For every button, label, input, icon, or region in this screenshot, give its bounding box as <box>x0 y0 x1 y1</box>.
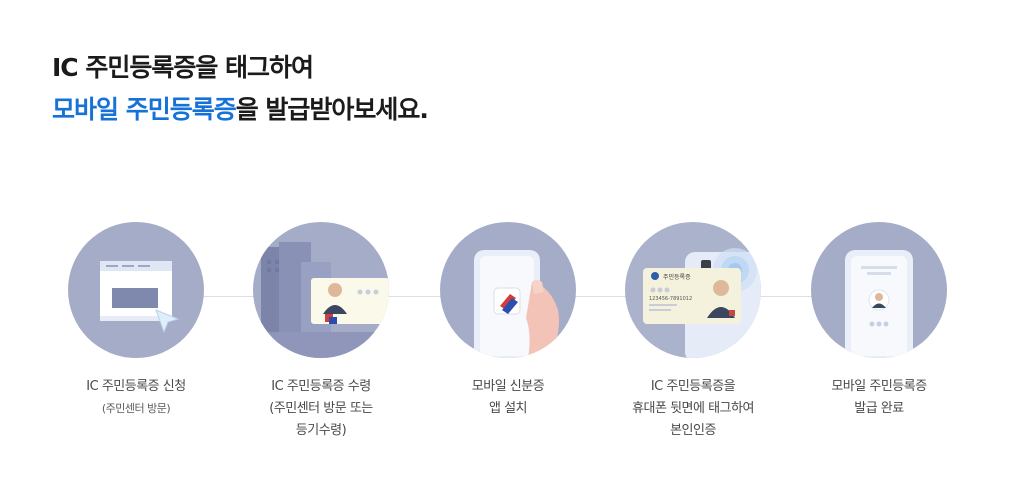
step-1: IC 주민등록증 신청 (주민센터 방문) <box>56 222 216 420</box>
step-4-circle: 주민등록증 123456-7891012 <box>625 222 761 358</box>
step-4-label: IC 주민등록증을 휴대폰 뒷면에 태그하여 본인인증 <box>632 379 754 438</box>
mobile-id-complete-icon <box>845 250 913 358</box>
step-5: 모바일 주민등록증 발급 완료 <box>799 222 959 420</box>
nfc-tag-card-icon: 주민등록증 123456-7891012 <box>643 248 761 358</box>
step-5-circle <box>811 222 947 358</box>
step-1-circle <box>68 222 204 358</box>
page-headline: IC 주민등록증을 태그하여 모바일 주민등록증을 발급받아보세요. <box>52 50 429 128</box>
step-2-label: IC 주민등록증 수령 (주민센터 방문 또는 등기수령) <box>269 379 373 438</box>
application-window-icon <box>100 261 180 334</box>
step-3: 모바일 신분증 앱 설치 <box>428 222 588 420</box>
step-5-label: 모바일 주민등록증 발급 완료 <box>831 379 927 416</box>
step-3-circle <box>440 222 576 358</box>
card-number: 123456-7891012 <box>649 296 692 302</box>
step-2-circle <box>253 222 389 358</box>
headline-accent: 모바일 주민등록증 <box>52 95 237 124</box>
id-card-icon <box>253 242 389 358</box>
card-title: 주민등록증 <box>663 273 691 281</box>
phone-app-icon <box>474 250 559 358</box>
headline-line-2: 모바일 주민등록증을 발급받아보세요. <box>52 92 429 128</box>
headline-rest: 을 발급받아보세요. <box>235 95 429 124</box>
step-1-label: IC 주민등록증 신청 (주민센터 방문) <box>86 379 186 415</box>
step-3-label: 모바일 신분증 앱 설치 <box>471 379 545 416</box>
step-4: 주민등록증 123456-7891012 IC 주민등록증을 휴대폰 뒷면에 태… <box>613 222 773 442</box>
headline-line-1: IC 주민등록증을 태그하여 <box>52 53 314 82</box>
step-2: IC 주민등록증 수령 (주민센터 방문 또는 등기수령) <box>241 222 401 442</box>
